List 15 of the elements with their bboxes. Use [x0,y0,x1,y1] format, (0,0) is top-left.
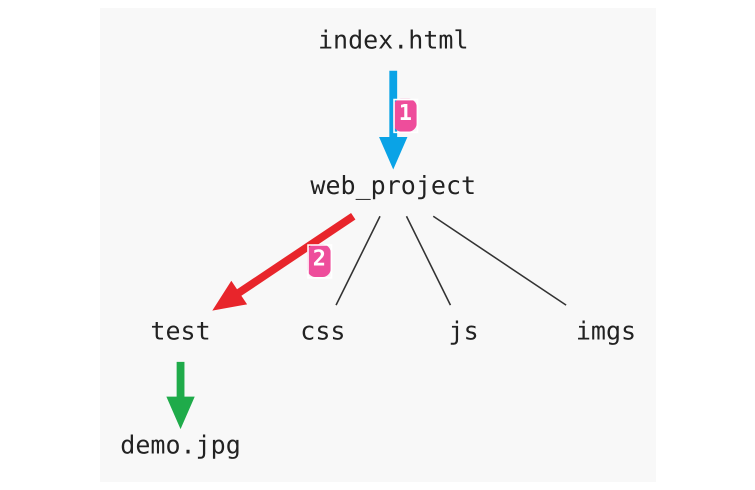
connector [405,216,451,306]
arrow [166,362,194,430]
node-text: web_project [310,170,476,200]
node-text: demo.jpg [120,430,240,460]
node-text: js [448,316,478,346]
connector [432,216,566,306]
node-text: css [300,316,345,346]
arrow [212,213,355,311]
edge-label: 1 [398,101,412,126]
arrow [378,70,407,170]
node-text: test [150,316,210,346]
node-text: imgs [575,316,636,346]
connector [334,216,380,306]
edge-label: 2 [312,246,326,272]
node-text: index.html [317,25,468,54]
